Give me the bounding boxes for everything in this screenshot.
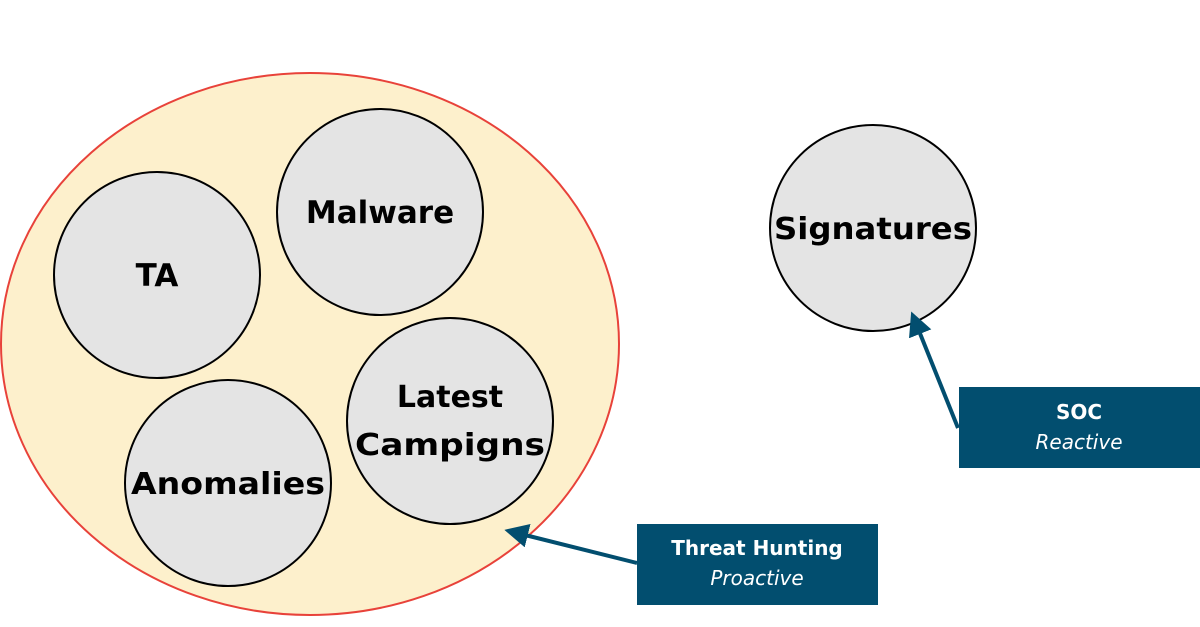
ta-circle-outline (53, 171, 261, 379)
ta-circle (54, 172, 260, 378)
signatures-node: Signatures (769, 124, 977, 332)
signatures-label: Signatures (774, 212, 972, 247)
soc-subtitle: Reactive (1036, 430, 1123, 454)
malware-node: Malware (276, 108, 484, 316)
threat-hunting-subtitle: Proactive (710, 566, 803, 590)
threat-hunting-callout: Threat Hunting Proactive (637, 524, 878, 605)
threat-hunting-box (637, 524, 878, 605)
anomalies-circle (125, 380, 331, 586)
signatures-circle-outline (769, 124, 977, 332)
soc-callout: SOC Reactive (959, 387, 1200, 468)
malware-circle-outline (276, 108, 484, 316)
latest-campigns-circle-outline (346, 317, 554, 525)
threat-hunting-arrow (504, 524, 638, 565)
malware-circle (277, 109, 483, 315)
signatures-circle (770, 125, 976, 331)
anomalies-node: Anomalies (124, 379, 332, 587)
latest-campigns-node: Latest Campigns (346, 317, 554, 525)
latest-campigns-label-line1: Latest (397, 380, 503, 415)
proactive-region-outline (0, 72, 620, 616)
ta-label: TA (136, 258, 179, 294)
latest-campigns-label-line2: Campigns (355, 428, 545, 463)
ta-node: TA (53, 171, 261, 379)
anomalies-circle-outline (124, 379, 332, 587)
malware-label: Malware (306, 195, 454, 231)
soc-title: SOC (1056, 400, 1102, 424)
threat-hunting-title: Threat Hunting (671, 536, 843, 560)
anomalies-label: Anomalies (131, 467, 325, 502)
soc-box (959, 387, 1200, 468)
soc-arrow (909, 311, 960, 429)
latest-campigns-circle (347, 318, 553, 524)
